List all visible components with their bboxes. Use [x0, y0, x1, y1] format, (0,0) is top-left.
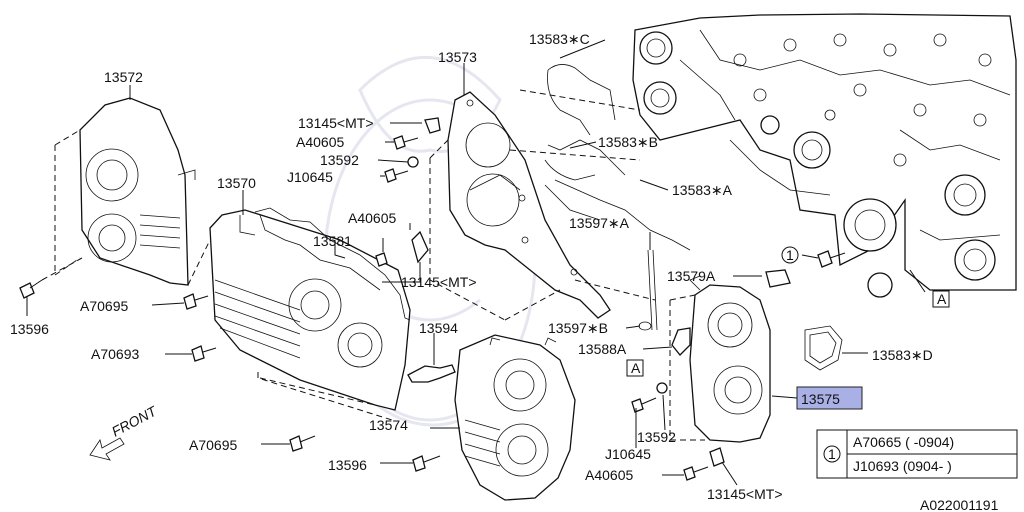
seal-13597-a [647, 249, 658, 331]
label-13583a: 13583∗A [672, 182, 733, 198]
part-13581-gasket [254, 207, 411, 321]
label-13575: 13575 [801, 391, 840, 407]
label-13592-top: 13592 [320, 152, 359, 168]
label-13588a: 13588A [578, 341, 627, 357]
label-13592-bottom: 13592 [637, 429, 676, 445]
label-13597a: 13597∗A [569, 215, 630, 231]
label-13581: 13581 [313, 233, 352, 249]
gasket-13583-b [544, 139, 626, 181]
label-13583b: 13583∗B [598, 134, 658, 150]
part-13594-bracket [407, 364, 456, 383]
ref-box-a-right: A [932, 290, 950, 308]
part-13574-lower-cover [454, 334, 576, 501]
part-13570-belt-cover [209, 209, 411, 411]
label-a70695-bottom: A70695 [189, 437, 237, 453]
label-a40605-mid: A40605 [348, 210, 396, 226]
label-a40605-bottom: A40605 [585, 467, 633, 483]
label-13575-highlight[interactable]: 13575 [796, 386, 863, 410]
label-13583c: 13583∗C [529, 31, 590, 47]
front-label: FRONT [109, 402, 160, 439]
svg-text:A: A [631, 360, 641, 376]
legend-row-2: J10693 (0904- ) [853, 458, 952, 474]
label-13574: 13574 [369, 417, 408, 433]
label-a70695-top: A70695 [80, 298, 128, 314]
label-13596-bottom: 13596 [328, 457, 367, 473]
label-13570: 13570 [217, 175, 256, 191]
ref-circle-1: 1 [781, 246, 799, 264]
label-13594: 13594 [419, 320, 458, 336]
legend-row-1: A70665 ( -0904) [853, 434, 954, 450]
label-13596-left: 13596 [10, 321, 49, 337]
label-j10645-top: J10645 [287, 169, 333, 185]
label-13145mt-mid: 13145<MT> [401, 274, 477, 290]
ref-box-a-left: A [626, 359, 644, 377]
engine-block-illustration [632, 13, 1017, 298]
label-13145mt-bottom: 13145<MT> [707, 486, 783, 502]
label-13145mt-top: 13145<MT> [298, 115, 374, 131]
gasket-13583-a [544, 179, 691, 251]
part-13572-timing-cover-left [79, 97, 196, 286]
label-a40605-top: A40605 [296, 134, 344, 150]
svg-text:1: 1 [786, 247, 794, 263]
label-a70693: A70693 [91, 346, 139, 362]
legend-key: 1 [828, 446, 836, 462]
label-j10645-bottom: J10645 [605, 446, 651, 462]
part-13588a [671, 327, 691, 356]
label-13579a: 13579A [667, 268, 716, 284]
label-13572: 13572 [104, 69, 143, 85]
bolt-13596-left [19, 279, 43, 299]
part-13579a [765, 269, 791, 288]
part-13575-timing-cover-right [689, 275, 771, 443]
label-13597b: 13597∗B [548, 320, 608, 336]
leader-lines [26, 39, 926, 486]
diagram-id: A022001191 [920, 497, 999, 512]
front-arrow: FRONT [89, 402, 160, 461]
part-13573-back-plate [447, 91, 611, 319]
hardware-fasteners [183, 117, 846, 481]
svg-text:A: A [937, 291, 947, 307]
seal-13597-b [638, 321, 652, 331]
label-13573: 13573 [438, 49, 477, 65]
gasket-13583-c [547, 64, 616, 136]
legend-table: 1 A70665 ( -0904) J10693 (0904- ) [816, 429, 1018, 479]
label-13583d: 13583∗D [872, 347, 933, 363]
gasket-13583-d [804, 325, 843, 371]
